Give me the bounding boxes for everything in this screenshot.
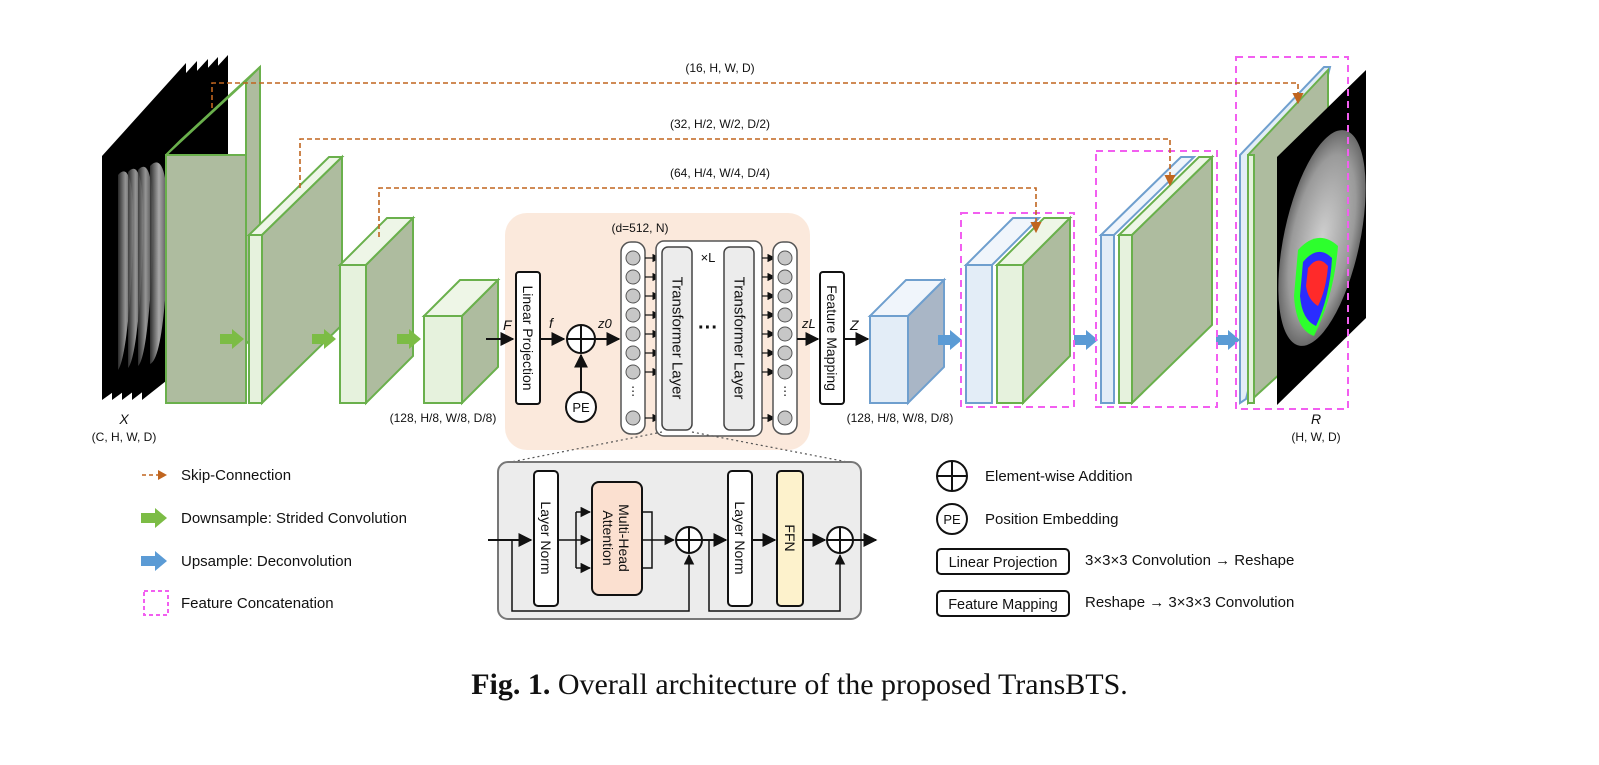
layer-norm-label: Layer Norm: [538, 501, 554, 574]
token-dims: (d=512, N): [611, 221, 668, 235]
residual-add-icon-2: [826, 526, 854, 554]
legend-pe-text: PE: [943, 512, 961, 527]
legend-fm-box: [936, 590, 1070, 617]
encoder-block-3: [337, 215, 416, 406]
token-sequence-input: [620, 241, 646, 435]
skip-connection: [299, 138, 1176, 188]
mha-input-fork: [558, 506, 592, 574]
legend-upsample-icon: [141, 551, 167, 571]
layer-norm-label: Layer Norm: [732, 501, 748, 574]
output-dims: (H, W, D): [1291, 430, 1340, 444]
skip-connection: [378, 187, 1042, 237]
concat-box: [1095, 150, 1218, 408]
concat-box: [1235, 56, 1349, 410]
input-dims: (C, H, W, D): [92, 430, 157, 444]
encoder-block-4: [421, 277, 501, 406]
decoder-block-3: [1098, 154, 1215, 406]
encoder-block-2: [246, 154, 345, 406]
layer-norm-box-2: [727, 470, 753, 607]
skip-dims-1: (16, H, W, D): [685, 61, 754, 75]
legend-downsample-icon: [141, 508, 167, 528]
residual-add-icon-1: [675, 526, 703, 554]
downsample-arrow: [397, 329, 421, 349]
ffn-label: FFN: [782, 524, 798, 551]
legend-concat-icon: [143, 590, 169, 616]
architecture-diagram: F Linear Projection f PE z0 (d=512, N) ⋮: [92, 55, 1366, 620]
feature-mapping-label: Feature Mapping: [824, 285, 840, 391]
legend-concat-label: Feature Concatenation: [181, 595, 334, 612]
mha-label-line2: Attention: [600, 510, 616, 565]
legend-addition-label: Element-wise Addition: [985, 468, 1133, 485]
decoder-block-2: [963, 215, 1073, 406]
upsample-arrow: [1074, 330, 1098, 350]
residual-path-1: [511, 540, 695, 612]
upsample-arrow: [1216, 330, 1240, 350]
transformer-layer-last: [723, 246, 755, 431]
residual-path-2: [708, 540, 846, 612]
symbol-z0: z0: [597, 316, 613, 331]
ffn-box: [776, 470, 804, 607]
encoder-dims: (128, H/8, W/8, D/8): [390, 411, 497, 425]
repeat-label: ×L: [701, 250, 716, 265]
skip-dims-2: (32, H/2, W/2, D/2): [670, 117, 770, 131]
legend-fm-desc: Reshape → 3×3×3 Convolution: [1085, 594, 1294, 611]
feature-mapping-box: [819, 271, 845, 405]
caption-text: Overall architecture of the proposed Tra…: [557, 668, 1128, 701]
transformer-layer-label: Transformer Layer: [731, 277, 748, 400]
legend-lp-label: Linear Projection: [949, 555, 1058, 571]
symbol-Z: Z: [849, 317, 859, 333]
transformer-layer-first: [661, 246, 693, 431]
transformer-layer-label: Transformer Layer: [669, 277, 686, 400]
legend-lp-box: [936, 548, 1070, 575]
output-symbol: R: [1311, 411, 1321, 427]
token-ellipsis: ⋮: [627, 384, 639, 398]
legend-downsample-label: Downsample: Strided Convolution: [181, 510, 407, 527]
symbol-F: F: [503, 317, 513, 333]
legend-fm-label: Feature Mapping: [948, 597, 1058, 613]
legend-pe-icon: [936, 503, 968, 535]
pe-label: PE: [572, 400, 590, 415]
legend-addition-icon: [936, 460, 968, 492]
downsample-arrow: [220, 329, 244, 349]
layer-norm-box-1: [533, 470, 559, 607]
skip-connection: [211, 82, 1304, 108]
multi-head-attention-box: [591, 481, 643, 596]
decoder-dims: (128, H/8, W/8, D/8): [847, 411, 954, 425]
downsample-arrow: [312, 329, 336, 349]
token-sequence-output: [772, 241, 798, 435]
legend-upsample-label: Upsample: Deconvolution: [181, 553, 352, 570]
concat-box: [960, 212, 1075, 408]
mha-label-line1: Multi-Head: [616, 504, 632, 572]
token-ellipsis: ⋮: [779, 384, 791, 398]
skip-dims-3: (64, H/4, W/4, D/4): [670, 166, 770, 180]
linear-projection-box: [515, 271, 541, 405]
output-segmentation: [1277, 70, 1366, 405]
legend-skip-label: Skip-Connection: [181, 467, 291, 484]
zoom-guides: [500, 431, 859, 465]
mha-output: [642, 511, 676, 569]
caption-label: Fig. 1.: [471, 668, 551, 701]
symbol-f: f: [549, 315, 555, 331]
element-wise-addition-icon: [566, 324, 596, 354]
input-symbol: X: [118, 411, 129, 427]
legend-skip-icon: [142, 470, 167, 480]
symbol-zL: zL: [801, 316, 816, 331]
layer-ellipsis: ···: [698, 317, 718, 339]
decoder-block-1: [867, 277, 947, 406]
legend-lp-desc: 3×3×3 Convolution → Reshape: [1085, 552, 1294, 569]
legend-pe-label: Position Embedding: [985, 511, 1118, 528]
linear-projection-label: Linear Projection: [520, 285, 536, 390]
upsample-arrow: [938, 330, 962, 350]
figure-caption: Fig. 1. Overall architecture of the prop…: [0, 668, 1599, 702]
